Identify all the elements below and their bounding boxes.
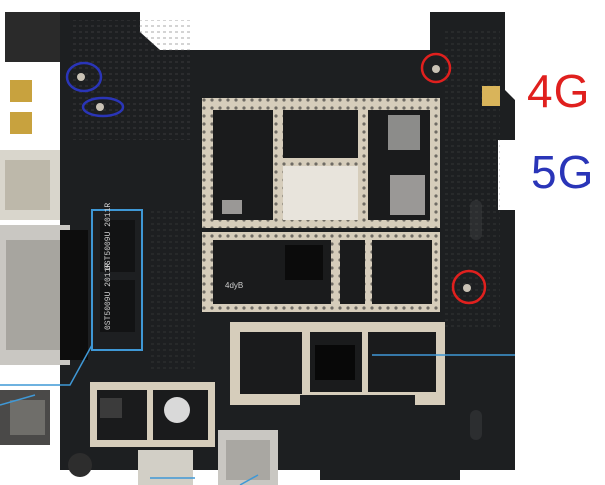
callout-line: [0, 394, 36, 406]
ethernet-port-inner: [6, 240, 61, 350]
chip-silkscreen: 0ST5009U 2011R: [104, 203, 113, 270]
chip-block: [315, 345, 355, 380]
chip-block: [285, 245, 323, 280]
capacitor: [164, 397, 190, 423]
label-5g: 5G: [531, 146, 595, 198]
chip-block: [222, 200, 242, 214]
usb-c-port: [138, 450, 193, 485]
gold-pad: [482, 86, 500, 106]
chip-highlight-box: [91, 209, 143, 351]
antenna-test-point: [77, 73, 85, 81]
audio-jack-body: [10, 400, 45, 435]
left-connector: [5, 12, 60, 62]
shield-compartment: [372, 240, 432, 304]
component-pads: [70, 20, 190, 140]
shield-compartment: [340, 240, 365, 304]
usb-port-inner: [5, 160, 50, 210]
ethernet-port-shadow: [60, 230, 88, 360]
chip: [100, 280, 135, 332]
annotation-circle-4g: [451, 269, 487, 305]
sim-slot-inner: [226, 440, 270, 480]
capacitor: [68, 453, 92, 477]
label-4g: 4G: [527, 65, 591, 117]
component-pads: [150, 210, 195, 370]
shield-compartment: [283, 166, 358, 220]
board-notch: [470, 410, 482, 440]
annotation-ellipse-5g: [81, 96, 125, 118]
callout-line: [239, 474, 259, 485]
chip-silkscreen: 0ST5009U 2011R: [104, 263, 113, 330]
antenna-test-point: [463, 284, 471, 292]
coax-connector: [10, 80, 32, 102]
antenna-test-point: [96, 103, 104, 111]
callout-line: [0, 344, 93, 386]
annotation-circle-4g: [420, 52, 452, 84]
inductor: [100, 398, 122, 418]
chip-block: [388, 115, 420, 150]
shield-compartment: [368, 332, 436, 392]
chip-block: [390, 175, 425, 215]
shield-compartment: [240, 332, 302, 394]
board-notch: [498, 140, 516, 210]
antenna-test-point: [432, 65, 440, 73]
coax-connector: [10, 112, 32, 134]
shield-compartment: [283, 110, 358, 158]
board-marking: 4dyB: [225, 281, 243, 290]
annotation-ellipse-5g: [65, 61, 103, 93]
chip: [100, 220, 135, 272]
